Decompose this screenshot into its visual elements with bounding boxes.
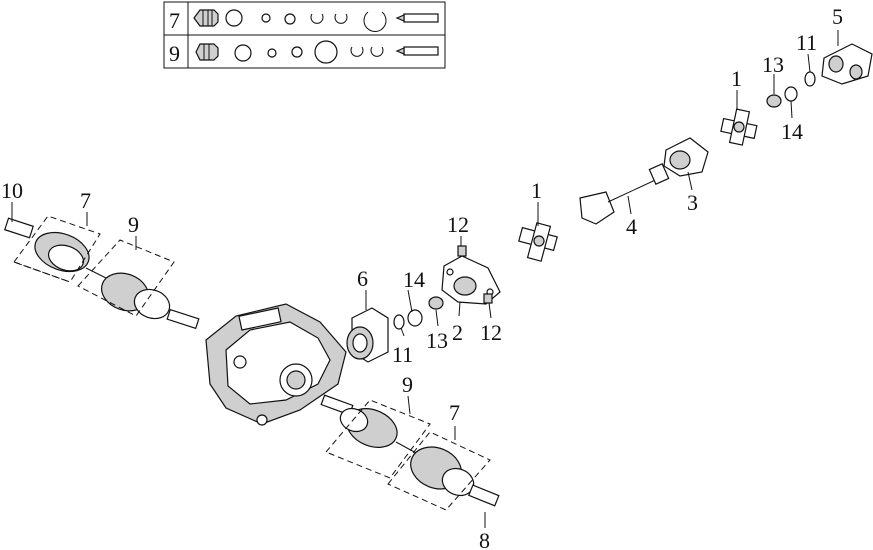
output-flange [346, 307, 389, 363]
callout-universal-joint-front: 1 [531, 178, 542, 203]
callout-slip-yoke: 3 [687, 190, 698, 215]
callout-nut-rear: 13 [762, 52, 784, 77]
clamp-ring-icon [225, 9, 243, 27]
large-clamp-icon [314, 40, 338, 64]
callout-flange-yoke: 2 [452, 320, 463, 345]
nut-front [428, 296, 444, 310]
oil-seal-rear [804, 71, 816, 87]
oil-seal-front [393, 314, 405, 330]
flange-yoke [441, 255, 501, 305]
circlip-icon [334, 13, 348, 24]
universal-joint-rear [720, 108, 758, 146]
snap-ring-icon [267, 48, 277, 58]
nut-rear [766, 94, 782, 108]
callout-shaft-end-right: 8 [479, 528, 490, 550]
callout-outer-boot-kit-left: 7 [80, 188, 91, 213]
bolt-lower [483, 293, 493, 304]
callout-nut-front: 13 [426, 328, 448, 353]
callout-washer-rear: 14 [781, 119, 803, 144]
callout-propeller-shaft: 4 [626, 214, 637, 239]
washer-icon [291, 46, 303, 58]
grease-tube-icon [395, 46, 439, 56]
large-clamp-icon [363, 11, 387, 32]
callout-shaft-end-left: 10 [1, 178, 23, 203]
callout-universal-joint-rear: 1 [731, 66, 742, 91]
boot-icon [195, 43, 219, 61]
rear-yoke [821, 43, 873, 85]
grease-tube-icon [395, 13, 439, 23]
kit-table: 7 9 [163, 1, 446, 69]
callouts: 10 7 9 6 14 11 13 2 12 12 1 4 3 1 13 14 … [1, 4, 843, 550]
universal-joint-front [518, 222, 558, 262]
callout-output-flange: 6 [357, 266, 368, 291]
washer-rear [784, 86, 798, 102]
left-half-shaft [4, 215, 200, 330]
clamp-ring-icon [234, 44, 252, 62]
transfer-case [205, 303, 347, 426]
right-half-shaft [320, 394, 500, 511]
propeller-shaft [579, 163, 670, 225]
circlip-icon [310, 13, 324, 24]
callout-rear-yoke: 5 [832, 4, 843, 29]
slip-yoke [663, 137, 709, 177]
kit-row-9-label: 9 [169, 41, 180, 66]
leader-lines [11, 30, 839, 528]
callout-outer-boot-kit-right: 7 [449, 400, 460, 425]
snap-ring-icon [261, 13, 271, 23]
bolt-upper [457, 245, 467, 257]
kit-row-7-label: 7 [169, 8, 180, 33]
callout-bolt-upper: 12 [447, 212, 469, 237]
callout-oil-seal-rear: 11 [796, 30, 817, 55]
callout-inner-boot-kit-right: 9 [402, 372, 413, 397]
callout-inner-boot-kit-left: 9 [128, 212, 139, 237]
callout-bolt-lower: 12 [480, 320, 502, 345]
kit-row-7: 7 [169, 8, 439, 33]
callout-oil-seal-front: 11 [392, 342, 413, 367]
washer-icon [284, 13, 296, 25]
circlip-icon [350, 46, 364, 57]
boot-icon [193, 9, 219, 27]
circlip-icon [370, 46, 384, 57]
kit-row-9: 9 [169, 40, 439, 66]
washer-front [407, 309, 423, 327]
callout-washer-front: 14 [403, 267, 425, 292]
